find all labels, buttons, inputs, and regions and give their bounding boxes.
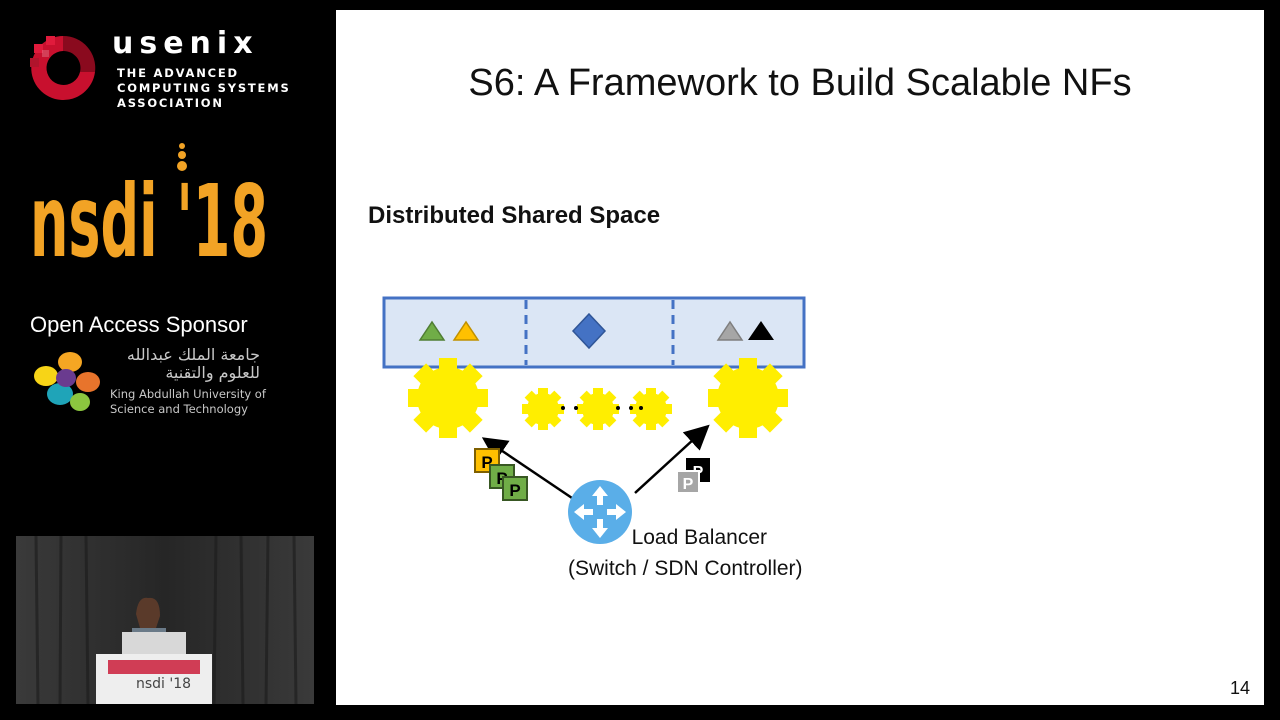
usenix-logo-icon — [30, 35, 96, 100]
svg-text:P: P — [509, 481, 520, 500]
slide-number: 14 — [1229, 678, 1250, 698]
svg-text:P: P — [683, 476, 694, 493]
slide-title: S6: A Framework to Build Scalable NFs — [468, 62, 1132, 104]
gear-icon — [630, 388, 672, 430]
presentation-slide: S6: A Framework to Build Scalable NFs Di… — [336, 10, 1264, 705]
green-triangle-icon — [418, 320, 446, 341]
usenix-wordmark: usenix — [112, 26, 259, 61]
speaker-video-frame: nsdi '18 — [16, 536, 314, 704]
sponsor-label: Open Access Sponsor — [30, 312, 248, 337]
kaust-arabic-name: جامعة الملك عبدالله للعلوم والتقنية — [126, 345, 260, 382]
nsdi-logo-text: nsdi '18 — [30, 163, 268, 263]
sidebar: usenix THE ADVANCED COMPUTING SYSTEMS AS… — [0, 0, 335, 720]
podium-text: nsdi '18 — [136, 676, 191, 692]
router-icon — [568, 480, 632, 544]
architecture-diagram: P P P P P — [382, 296, 806, 544]
packet-icon: P — [502, 476, 528, 501]
slide-subheading: Distributed Shared Space — [368, 202, 661, 229]
gear-icon — [577, 388, 619, 430]
kaust-english-name: King Abdullah University of Science and … — [110, 387, 266, 416]
packet-icon: P — [676, 470, 700, 494]
nsdi-18-logo: nsdi '18 — [30, 143, 268, 263]
black-triangle-icon — [748, 321, 774, 340]
gold-triangle-icon — [452, 320, 480, 341]
arrow-left — [481, 437, 573, 500]
svg-text:P: P — [481, 453, 492, 472]
kaust-logo-icon — [34, 352, 100, 411]
shared-space-bar — [382, 296, 806, 369]
gear-icon — [408, 358, 488, 438]
load-balancer-label: Load Balancer (Switch / SDN Controller) — [568, 526, 803, 580]
packet-stack-left: P P P — [474, 448, 528, 501]
packet-stack-right: P P — [676, 458, 710, 494]
usenix-tagline: THE ADVANCED COMPUTING SYSTEMS ASSOCIATI… — [117, 66, 291, 110]
speaker-video[interactable]: nsdi '18 — [16, 536, 314, 704]
gear-icon — [522, 388, 564, 430]
dotted-connector — [561, 406, 643, 410]
arrow-right — [634, 424, 710, 494]
blue-diamond-icon — [571, 312, 607, 350]
gray-triangle-icon — [716, 320, 744, 341]
gear-icon — [708, 358, 788, 438]
